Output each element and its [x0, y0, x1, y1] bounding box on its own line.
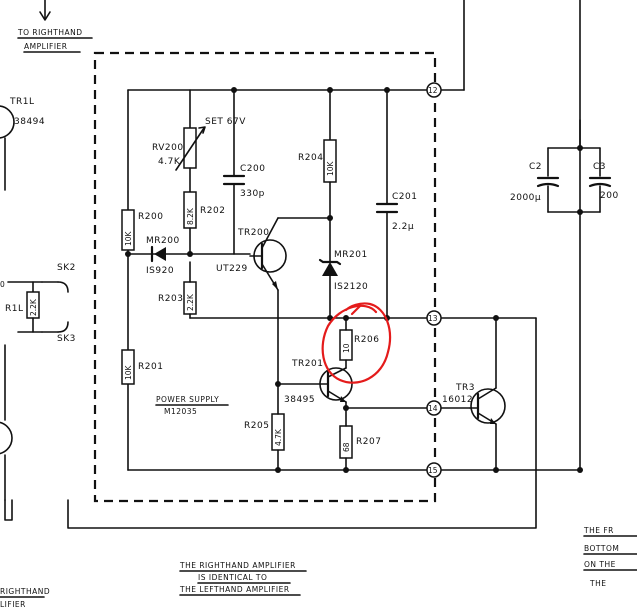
label-terminal-12: 12 — [428, 86, 438, 95]
label-power-supply: POWER SUPPLY — [156, 395, 219, 404]
mr201-zener-diode — [318, 258, 342, 276]
label-r207: R207 — [356, 437, 381, 447]
red-annotation-circle — [321, 302, 392, 384]
label-c201: C201 — [392, 192, 417, 202]
label-rv200: RV200 — [152, 143, 184, 153]
sk3-socket — [57, 321, 69, 333]
label-r205: R205 — [244, 421, 269, 431]
label-terminal-15: 15 — [428, 466, 438, 475]
label-c2-val: 2000μ — [510, 193, 541, 203]
power-supply-box — [93, 51, 437, 503]
note-right-1: THE FR — [583, 526, 614, 535]
c201-capacitor — [375, 202, 399, 214]
label-r206-val: 10 — [342, 343, 351, 353]
label-terminal-13: 13 — [428, 314, 438, 323]
note-line-3: THE LEFTHAND AMPLIFIER — [179, 585, 290, 594]
label-mr201-part: IS2120 — [334, 282, 368, 292]
label-r207-val: 68 — [342, 442, 351, 452]
note-line-1: THE RIGHTHAND AMPLIFIER — [179, 561, 296, 570]
label-r204: R204 — [298, 153, 323, 163]
label-r204-val: 10K — [326, 160, 335, 176]
label-c3-val: 200 — [600, 191, 619, 201]
r201-resistor — [121, 349, 135, 385]
label-amplifier-top: AMPLIFIER — [24, 42, 68, 51]
label-terminal-14: 14 — [428, 404, 438, 413]
rv200-potentiometer — [175, 126, 206, 171]
note-right-4: THE — [589, 579, 606, 588]
c3-capacitor — [588, 176, 612, 188]
label-mr201: MR201 — [334, 250, 368, 260]
terminal-12: 12 — [426, 82, 442, 98]
label-r205-val: 4.7K — [274, 428, 283, 446]
label-r203: R203 — [158, 294, 183, 304]
label-r200: R200 — [138, 212, 163, 222]
label-c200: C200 — [240, 164, 265, 174]
label-c2: C2 — [529, 162, 542, 172]
to-righthand-arrow — [39, 0, 51, 21]
label-tr201-part: 38495 — [284, 395, 315, 405]
label-tr1l: TR1L — [9, 97, 35, 107]
label-r1l-val: 2.2K — [29, 298, 38, 316]
label-tr200-part: UT229 — [216, 264, 248, 274]
label-mr200-part: IS920 — [146, 266, 174, 276]
tr1l-transistor — [0, 105, 15, 139]
note-line-2: IS IDENTICAL TO — [198, 573, 267, 582]
label-bottom-left-1: RIGHTHAND — [0, 587, 50, 596]
tr3-transistor — [469, 387, 506, 425]
label-r206: R206 — [354, 335, 379, 345]
sk2-socket — [57, 281, 69, 293]
c2-capacitor — [536, 176, 560, 188]
label-r203-val: 2.2K — [186, 293, 195, 311]
label-r202-val: 8.2K — [186, 207, 195, 225]
label-r1l-left: 0 — [0, 280, 5, 289]
terminal-15: 15 — [426, 462, 442, 478]
r1l-resistor — [17, 281, 43, 333]
label-rv200-val: 4.7K — [158, 157, 181, 167]
label-power-supply-model: M12035 — [164, 407, 197, 416]
label-c200-val: 330p — [240, 189, 265, 199]
label-to-righthand: TO RIGHTHAND — [17, 28, 82, 37]
label-tr200: TR200 — [237, 228, 269, 238]
label-mr200: MR200 — [146, 236, 180, 246]
label-set67v: SET 67V — [205, 117, 246, 127]
note-right-3: ON THE — [584, 560, 616, 569]
label-sk2: SK2 — [57, 263, 76, 273]
label-c201-val: 2.2μ — [392, 222, 414, 232]
label-tr3-part: 16012 — [442, 395, 473, 405]
label-r202: R202 — [200, 206, 225, 216]
label-r1l: R1L — [5, 304, 24, 314]
r200-resistor — [121, 209, 135, 251]
label-tr1l-part: 38494 — [14, 117, 45, 127]
label-r201: R201 — [138, 362, 163, 372]
label-r200-val: 10K — [124, 230, 133, 246]
label-r201-val: 10K — [124, 364, 133, 380]
terminal-13: 13 — [426, 310, 442, 326]
tr200-transistor — [249, 217, 287, 291]
label-c3: C3 — [593, 162, 606, 172]
label-tr3: TR3 — [455, 383, 475, 393]
label-bottom-left-2: LIFIER — [0, 600, 26, 609]
c200-capacitor — [222, 174, 246, 186]
mr200-diode — [150, 245, 166, 263]
r207-resistor — [339, 425, 353, 459]
label-tr201: TR201 — [291, 359, 323, 369]
terminal-14: 14 — [426, 400, 442, 416]
tr201-transistor — [277, 367, 353, 403]
note-right-2: BOTTOM — [584, 544, 619, 553]
label-sk3: SK3 — [57, 334, 76, 344]
left-lower-transistor — [0, 421, 13, 455]
